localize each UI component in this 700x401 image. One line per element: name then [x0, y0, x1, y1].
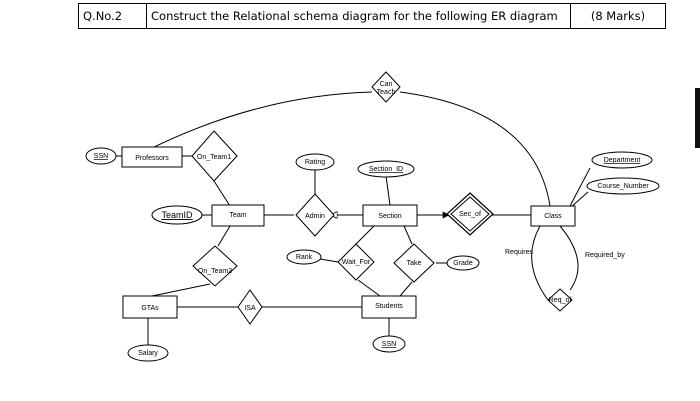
svg-text:Teach: Teach: [377, 89, 396, 96]
attribute-rating: Rating: [295, 153, 335, 171]
attribute-rank: Rank: [286, 249, 322, 265]
relationship-on-team1: On_Team1: [191, 130, 238, 182]
question-number: Q.No.2: [79, 4, 147, 28]
page-edge-shadow: [695, 88, 700, 148]
edge-sectionid-section: [385, 175, 391, 206]
entity-gtas: GTAs: [122, 295, 178, 319]
svg-text:Professors: Professors: [135, 155, 169, 162]
svg-text:Rank: Rank: [296, 254, 313, 261]
relationship-admin: Admin: [295, 193, 335, 237]
svg-text:Admin: Admin: [305, 213, 325, 220]
svg-text:Section: Section: [378, 213, 401, 220]
svg-text:Salary: Salary: [138, 350, 158, 357]
attribute-course-number: Course_Number: [586, 177, 660, 195]
attribute-salary: Salary: [127, 344, 169, 362]
edge-waitfor-students: [357, 279, 381, 297]
svg-text:Class: Class: [544, 213, 562, 220]
svg-text:Can: Can: [380, 81, 393, 88]
svg-text:Department: Department: [604, 157, 641, 164]
edge-class-reqof-requires: [531, 225, 549, 301]
edge-professors-canteach: [149, 91, 373, 150]
entity-team: Team: [211, 204, 265, 227]
svg-text:On_Team2: On_Team2: [198, 268, 232, 275]
relationship-on-team2: On_Team2: [192, 245, 238, 287]
relationship-can-teach: Can Teach: [371, 71, 401, 103]
marks: (8 Marks): [590, 9, 646, 23]
svg-text:On_Team1: On_Team1: [197, 154, 231, 161]
svg-text:SSN: SSN: [94, 153, 108, 160]
edge-section-waitfor: [355, 225, 375, 245]
edge-take-students: [399, 281, 413, 297]
edge-class-reqof-requiredby: [559, 225, 579, 291]
relationship-take: Take: [393, 243, 435, 283]
attribute-department: Department: [591, 151, 653, 169]
svg-text:SSN: SSN: [382, 341, 396, 348]
attribute-section-id: Section_ID: [357, 160, 415, 178]
attribute-ssn-students: SSN: [372, 335, 406, 353]
svg-text:Course_Number: Course_Number: [597, 183, 649, 190]
svg-text:Rating: Rating: [305, 159, 325, 166]
edge-section-take: [403, 225, 413, 245]
attribute-grade: Grade: [446, 255, 480, 271]
svg-text:Req_of: Req_of: [549, 297, 572, 304]
relationship-wait-for: Wait_For: [337, 243, 375, 281]
question-text: Construct the Relational schema diagram …: [147, 4, 571, 28]
entity-students: Students: [361, 295, 417, 319]
svg-text:Wait_For: Wait_For: [342, 259, 371, 266]
relationship-req-of: Req_of: [547, 288, 573, 312]
edge-onteam2-gtas: [151, 283, 211, 297]
svg-text:TeamID: TeamID: [161, 210, 193, 220]
edge-team-onteam2: [217, 225, 231, 247]
entity-professors: Professors: [121, 146, 183, 168]
relationship-isa: ISA: [237, 289, 263, 325]
svg-text:Students: Students: [375, 303, 403, 310]
edge-label-requires: Requires: [505, 249, 534, 256]
svg-text:Team: Team: [229, 212, 246, 219]
attribute-teamid: TeamID: [151, 205, 203, 225]
entity-class: Class: [530, 205, 576, 227]
svg-text:Section_ID: Section_ID: [369, 166, 403, 173]
svg-text:Grade: Grade: [453, 260, 473, 267]
svg-text:Sec_of: Sec_of: [459, 211, 481, 218]
edge-label-required-by: Required_by: [585, 252, 625, 259]
edge-onteam1-team: [213, 180, 231, 207]
edge-canteach-class: [399, 91, 551, 207]
connector-lines: [116, 91, 591, 346]
edge-department-class: [569, 167, 591, 207]
svg-text:GTAs: GTAs: [141, 305, 159, 312]
attribute-ssn-professors: SSN: [85, 147, 117, 165]
relationship-sec-of: Sec_of: [446, 192, 494, 236]
svg-text:Take: Take: [407, 260, 422, 267]
svg-text:ISA: ISA: [244, 305, 256, 312]
entity-section: Section: [362, 204, 418, 227]
edge-coursenumber-class: [569, 191, 589, 209]
edge-rank-waitfor: [319, 258, 339, 263]
question-header: Q.No.2 Construct the Relational schema d…: [78, 3, 666, 29]
